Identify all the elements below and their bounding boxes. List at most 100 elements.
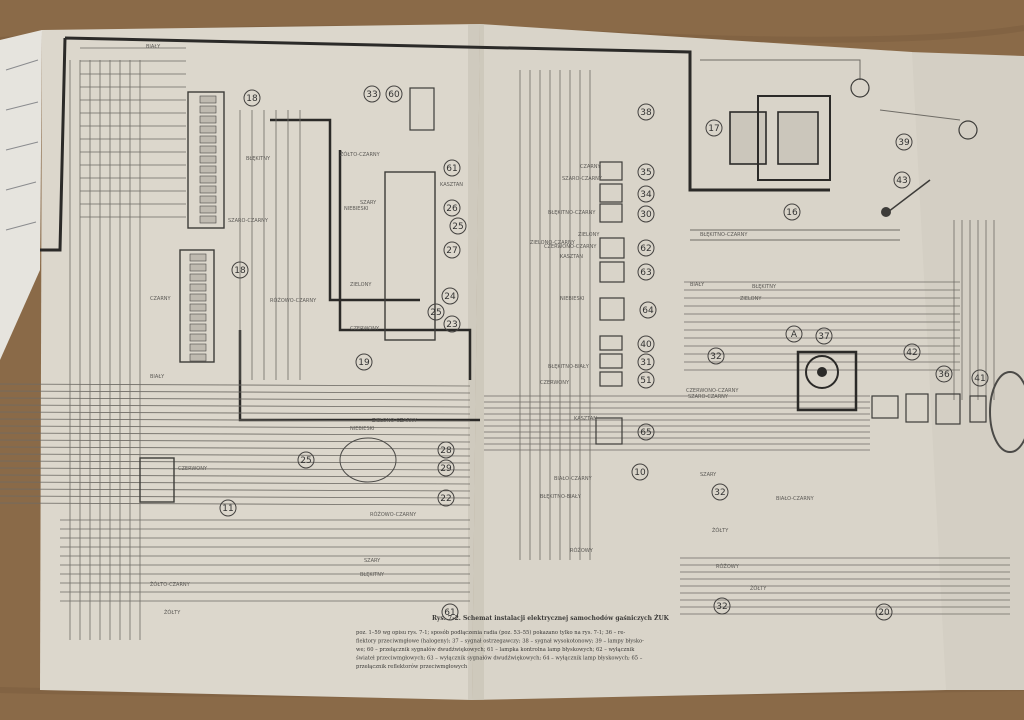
fuse-cell bbox=[189, 293, 207, 302]
callout-circle bbox=[705, 119, 723, 137]
fog-connector-36 bbox=[935, 393, 961, 425]
callout-c25c: 25 bbox=[297, 451, 315, 469]
switch-60 bbox=[409, 87, 435, 131]
wire-color-label: CZERWONY bbox=[350, 326, 380, 332]
wire-color-label: BIAŁY bbox=[150, 374, 165, 380]
callout-number: 36 bbox=[938, 370, 950, 380]
callout-circle bbox=[893, 171, 911, 189]
fuse-cell bbox=[189, 343, 207, 352]
fuse-block-upper bbox=[187, 91, 225, 229]
wire-color-label: BŁĘKITNO-BIAŁY bbox=[540, 494, 582, 500]
callout-number: 31 bbox=[640, 358, 651, 368]
wire bbox=[0, 467, 471, 471]
wire-color-label: CZERWONY bbox=[178, 466, 208, 472]
callout-circle bbox=[449, 217, 467, 235]
callout-number: A bbox=[791, 330, 798, 340]
callout-number: 32 bbox=[710, 352, 721, 362]
wire-harness bbox=[0, 47, 1010, 640]
fuse-cell bbox=[189, 353, 207, 362]
left-loose-sheet bbox=[0, 30, 42, 360]
callout-number: 61 bbox=[444, 608, 455, 618]
wire-color-label: SZARO-CZARNY bbox=[562, 176, 603, 182]
wire-color-label: BŁĘKITNO-CZARNY bbox=[548, 210, 596, 216]
wire bbox=[0, 453, 471, 457]
flasher-39-lamp bbox=[850, 78, 870, 98]
callout-circle bbox=[443, 159, 461, 177]
callout-c18b: 18 bbox=[231, 261, 249, 279]
wire-color-label: ŻÓŁTY bbox=[750, 585, 767, 592]
callout-c60: 60 bbox=[385, 85, 403, 103]
fuse-cell bbox=[199, 95, 217, 104]
callout-circle bbox=[441, 287, 459, 305]
fuse-cell bbox=[199, 155, 217, 164]
flasher-39-lamp-right bbox=[958, 120, 978, 140]
fuse-cell bbox=[199, 145, 217, 154]
fuse-cell bbox=[199, 115, 217, 124]
callout-circle bbox=[895, 133, 913, 151]
callout-circle bbox=[427, 303, 445, 321]
callout-c32b: 32 bbox=[711, 483, 729, 501]
wire-color-label: BŁĘKITNY bbox=[360, 572, 385, 578]
wire-color-label: ZIELONY bbox=[578, 232, 600, 238]
fuse-cell bbox=[189, 333, 207, 342]
callout-number: 65 bbox=[640, 428, 651, 438]
wire bbox=[879, 109, 961, 121]
siren-box bbox=[796, 350, 858, 412]
wire-color-label: SZARY bbox=[360, 200, 377, 206]
callout-cA: A bbox=[785, 325, 803, 343]
callout-c51: 51 bbox=[637, 371, 655, 389]
wire-color-label: NIEBIESKI bbox=[350, 426, 374, 432]
book-spine bbox=[468, 24, 484, 700]
callout-circle bbox=[639, 301, 657, 319]
callout-c24: 24 bbox=[441, 287, 459, 305]
relay-pair bbox=[729, 111, 819, 165]
callout-c27: 27 bbox=[443, 241, 461, 259]
callout-number: 32 bbox=[714, 488, 725, 498]
wire-color-label: BIAŁO-CZARNY bbox=[554, 476, 593, 482]
callout-c36: 36 bbox=[935, 365, 953, 383]
wire-color-label: ŻÓŁTY bbox=[164, 609, 181, 616]
callout-c22: 22 bbox=[437, 489, 455, 507]
callout-circle bbox=[815, 327, 833, 345]
fuse-cell bbox=[199, 175, 217, 184]
callout-number: 18 bbox=[246, 94, 258, 104]
callout-circle bbox=[637, 423, 655, 441]
callout-circle bbox=[441, 603, 459, 621]
fuse-cells bbox=[189, 95, 217, 362]
callout-c26: 26 bbox=[443, 199, 461, 217]
fuse-cell bbox=[199, 205, 217, 214]
callout-number: 35 bbox=[640, 168, 651, 178]
callout-circle bbox=[713, 597, 731, 615]
wire bbox=[0, 439, 471, 443]
callout-number: 27 bbox=[446, 246, 457, 256]
caption-line: przełącznik reflektorów przeciwmgłowych bbox=[356, 663, 468, 670]
wire-color-label: BŁĘKITNY bbox=[752, 284, 777, 290]
callout-number: 64 bbox=[642, 306, 654, 316]
horn-43-end bbox=[881, 207, 891, 217]
wire-color-label: SZARY bbox=[364, 558, 381, 564]
callout-c32c: 32 bbox=[713, 597, 731, 615]
wire-color-label: RÓŻOWY bbox=[716, 563, 740, 570]
callout-circle bbox=[707, 347, 725, 365]
wire bbox=[0, 460, 471, 464]
callout-c38: 38 bbox=[637, 103, 655, 121]
wire-color-label: SZARO-CZARNY bbox=[228, 218, 269, 224]
callout-number: 20 bbox=[878, 608, 890, 618]
callout-circle bbox=[637, 239, 655, 257]
callout-c34: 34 bbox=[637, 185, 655, 203]
wire-color-label: ŻÓŁTY bbox=[712, 527, 729, 534]
callout-number: 38 bbox=[640, 108, 652, 118]
wire-color-label: SZARY bbox=[700, 472, 717, 478]
siren-37 bbox=[805, 355, 839, 389]
callout-circle bbox=[637, 103, 655, 121]
caption-line: poz. 1–59 wg opisu rys. 7-1; sposób podł… bbox=[356, 629, 625, 636]
callout-number: 16 bbox=[786, 208, 798, 218]
wire-color-label: CZERWONY bbox=[540, 380, 570, 386]
callout-circle bbox=[637, 263, 655, 281]
callout-circle bbox=[443, 315, 461, 333]
fuse-cell bbox=[189, 263, 207, 272]
caption-line: świateł przeciwmgłowych; 63 – wyłącznik … bbox=[356, 655, 643, 662]
callout-circle bbox=[935, 365, 953, 383]
callout-number: 37 bbox=[818, 332, 829, 342]
fuse-cell bbox=[189, 273, 207, 282]
